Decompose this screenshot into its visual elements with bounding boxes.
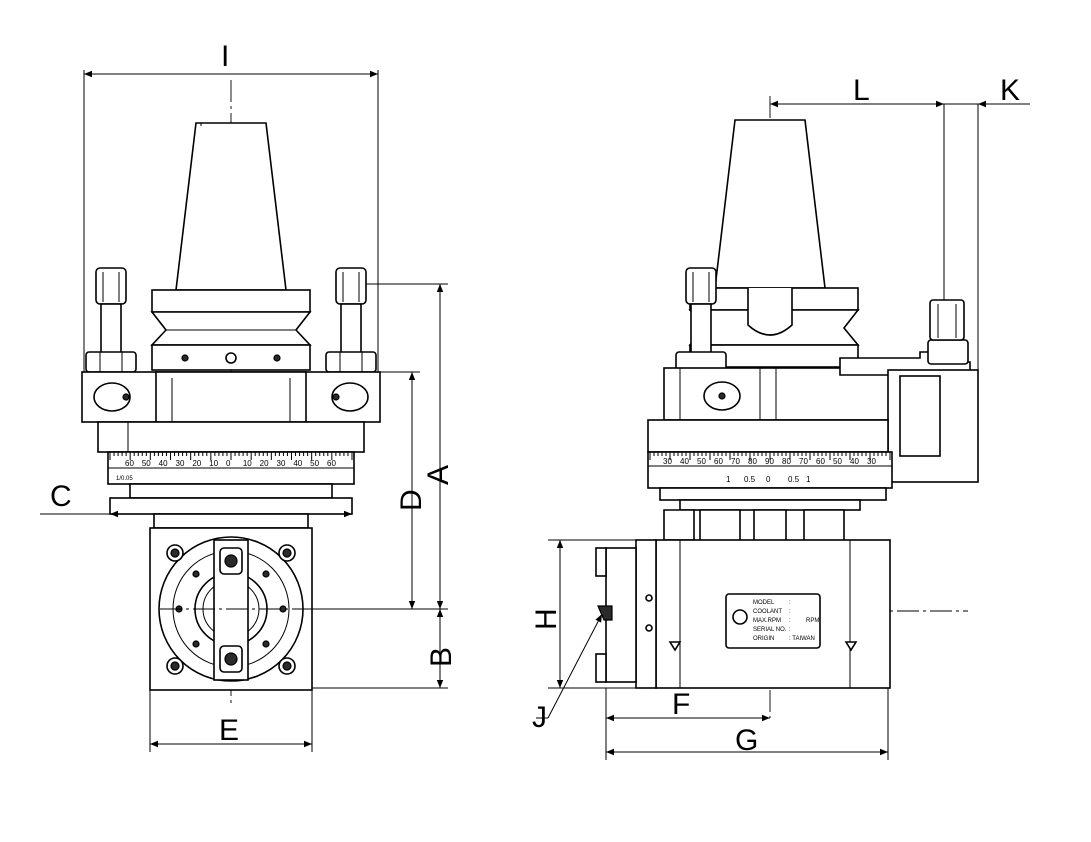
scale-number: 30 bbox=[277, 459, 286, 468]
dim-label-K: K bbox=[1000, 74, 1020, 107]
dim-label-F: F bbox=[672, 688, 690, 721]
scale-number: 50 bbox=[142, 459, 151, 468]
scale-number: 50 bbox=[833, 457, 842, 466]
scale-number: 40 bbox=[293, 459, 302, 468]
dim-label-L: L bbox=[853, 74, 870, 107]
nameplate-origin-label: ORIGIN bbox=[753, 636, 774, 642]
nameplate-coolant-label: COOLANT bbox=[753, 609, 782, 615]
scale-number: 60 bbox=[125, 459, 134, 468]
svg-text:: TAIWAN: : TAIWAN bbox=[789, 636, 815, 642]
svg-text::: : bbox=[789, 627, 791, 633]
drive-pin-left bbox=[85, 267, 137, 373]
scale-number: 20 bbox=[260, 459, 269, 468]
nameplate-model-label: MODEL bbox=[753, 600, 775, 606]
dim-label-E: E bbox=[219, 714, 239, 747]
scale-number: 10 bbox=[209, 459, 218, 468]
dim-label-G: G bbox=[735, 724, 758, 757]
scale-number: 30 bbox=[663, 457, 672, 466]
scale-number: 60 bbox=[327, 459, 336, 468]
svg-text::: : bbox=[789, 600, 791, 606]
scale-number: 50 bbox=[310, 459, 319, 468]
scale-number: 80 bbox=[748, 457, 757, 466]
scale-number: 50 bbox=[697, 457, 706, 466]
vernier-sub-label: 1 bbox=[726, 475, 731, 484]
scale-number: 40 bbox=[159, 459, 168, 468]
scale-number: 30 bbox=[867, 457, 876, 466]
dim-label-H: H bbox=[530, 608, 563, 630]
scale-number: 30 bbox=[176, 459, 185, 468]
nameplate-maxrpm-label: MAX.RPM bbox=[753, 618, 781, 624]
corner-bolts bbox=[166, 544, 296, 675]
svg-text::: : bbox=[789, 609, 791, 615]
vernier-sub-label: 0.5 bbox=[744, 475, 756, 484]
scale-number: 0 bbox=[226, 459, 231, 468]
v-flange bbox=[151, 289, 311, 313]
scale-number: 80 bbox=[782, 457, 791, 466]
scale-number: 10 bbox=[243, 459, 252, 468]
scale-number: 60 bbox=[816, 457, 825, 466]
vernier-label: 1/0.05 bbox=[116, 476, 133, 482]
dim-label-C: C bbox=[50, 480, 72, 513]
taper-shank-side bbox=[714, 119, 826, 289]
taper-shank bbox=[175, 122, 287, 291]
scale-number: 90 bbox=[765, 457, 774, 466]
dim-label-A: A bbox=[422, 465, 455, 485]
svg-text:RPM: RPM bbox=[806, 618, 819, 624]
dim-label-J: J bbox=[532, 701, 547, 734]
scale-number: 70 bbox=[731, 457, 740, 466]
front-view: 60 50 40 30 20 10 0 10 20 30 40 50 60 1/0.05 bbox=[40, 70, 448, 752]
nameplate-serial-label: SERIAL NO. bbox=[753, 627, 787, 633]
vernier-sub-label: 0.5 bbox=[788, 475, 800, 484]
scale-number: 60 bbox=[714, 457, 723, 466]
dim-label-I: I bbox=[221, 40, 229, 73]
vernier-sub-label: 0 bbox=[766, 475, 771, 484]
scale-number: 40 bbox=[850, 457, 859, 466]
scale-number: 20 bbox=[192, 459, 201, 468]
svg-text::: : bbox=[789, 618, 791, 624]
nameplate bbox=[725, 593, 821, 649]
scale-number: 40 bbox=[680, 457, 689, 466]
dim-label-B: B bbox=[425, 647, 458, 667]
dim-label-D: D bbox=[395, 489, 428, 511]
side-view: 30 40 50 60 70 80 90 80 70 60 50 40 30 1 0.5 0 0.5 1 MOD… bbox=[536, 96, 1030, 760]
vernier-sub-label: 1 bbox=[806, 475, 811, 484]
scale-number: 70 bbox=[799, 457, 808, 466]
